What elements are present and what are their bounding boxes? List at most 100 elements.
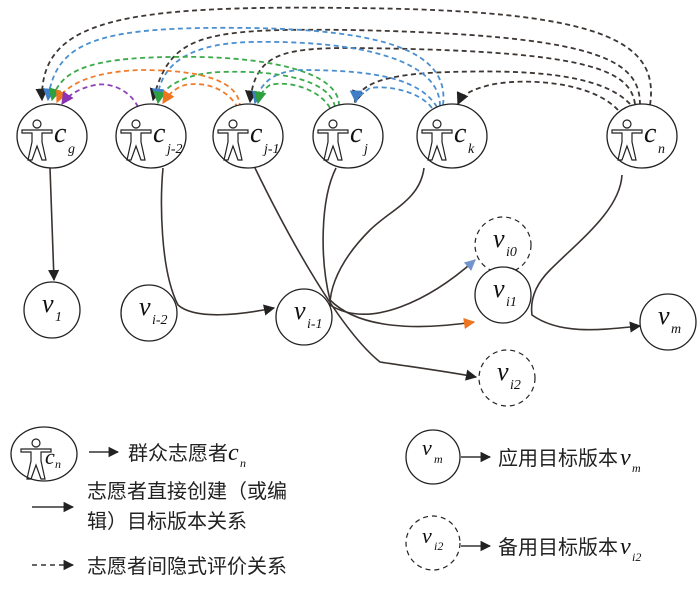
legend-volunteer: c n 群众志愿者 c n — [10, 426, 246, 482]
eval-edge-cn-to-cj — [352, 70, 631, 105]
eval-edge-ck-to-cj1 — [251, 69, 438, 108]
legend-backup-symbol-sub: i2 — [434, 539, 443, 553]
legend-backup-version: v i2 备用目标版本 v i2 — [405, 515, 641, 571]
volunteer-circle — [416, 103, 488, 169]
eval-edge-cj2-to-cg — [61, 83, 139, 108]
volunteer-label: c — [350, 118, 363, 149]
eval-edge-ck-to-cj — [349, 86, 433, 109]
version-label: v — [497, 357, 509, 386]
version-label: v — [139, 292, 151, 321]
version-label: v — [493, 274, 505, 303]
volunteer-label-sub: j-2 — [165, 142, 183, 157]
implicit-evaluation-edges — [35, 6, 652, 111]
volunteer-label-sub: j-1 — [262, 142, 280, 157]
edge-cn-vm — [530, 174, 642, 333]
volunteer-label: c — [454, 118, 467, 149]
version-label-sub: i1 — [506, 295, 517, 310]
version-label: v — [42, 289, 54, 318]
edge-cj-vi1 — [322, 167, 476, 330]
edge-cg-v1 — [48, 167, 60, 282]
volunteer-node-cj: cj — [312, 103, 384, 169]
volunteer-circle — [115, 103, 187, 169]
volunteer-label-sub: g — [68, 142, 75, 157]
volunteer-label-sub: k — [468, 142, 475, 157]
applied-version-circle — [120, 284, 178, 342]
legend-backup-symbol-base: v — [422, 523, 432, 548]
volunteer-node-cj1: cj-1 — [212, 103, 284, 169]
eval-edge-cj1-to-cg — [56, 69, 241, 109]
legend-applied-var: v — [620, 445, 631, 471]
legend-implicit-eval: 志愿者间隐式评价关系 — [32, 554, 287, 578]
edge-ck-vi0 — [329, 167, 476, 315]
legend-applied-version-text: 应用目标版本 — [498, 446, 618, 470]
legend-applied-version: v m 应用目标版本 v m — [405, 429, 641, 485]
legend-volunteer-symbol — [10, 426, 78, 482]
legend-applied-var-sub: m — [632, 461, 641, 475]
volunteer-label: c — [644, 118, 657, 149]
volunteer-label-sub: n — [658, 142, 665, 157]
legend-direct-edit: 志愿者直接创建（或编 辑）目标版本关系 — [32, 479, 287, 533]
applied-version-circle — [474, 266, 532, 324]
volunteer-circle — [16, 103, 88, 169]
legend-backup-var: v — [620, 534, 631, 560]
eval-edge-cj1-to-cj2 — [162, 83, 239, 109]
version-label: v — [493, 224, 505, 253]
volunteer-label: c — [153, 118, 166, 149]
volunteer-circle — [312, 103, 384, 169]
eval-edge-cn-to-cj1 — [244, 47, 636, 105]
applied-version-circle — [639, 293, 697, 351]
legend-volunteer-symbol-sub: n — [55, 457, 61, 471]
volunteer-node-cn: cn — [606, 103, 678, 169]
eval-edge-cn-to-cg — [35, 6, 652, 106]
legend-direct-edit-line2: 辑）目标版本关系 — [87, 509, 247, 533]
legend-direct-edit-line1: 志愿者直接创建（或编 — [87, 479, 287, 503]
eval-edge-cn-to-cj2 — [149, 28, 641, 106]
legend-backup-version-symbol — [405, 515, 461, 571]
version-label-sub: i-1 — [307, 317, 323, 332]
volunteer-circle — [606, 103, 678, 169]
legend-volunteer-var: c — [228, 440, 239, 466]
legend-applied-symbol-base: v — [422, 435, 432, 460]
legend-applied-version-symbol — [405, 429, 461, 485]
legend-applied-symbol-sub: m — [434, 452, 443, 466]
direct-edit-edges — [48, 167, 642, 381]
legend-implicit-eval-text: 志愿者间隐式评价关系 — [87, 554, 287, 578]
edge-cj1-vi2 — [254, 167, 478, 381]
volunteer-node-cg: cg — [16, 103, 88, 169]
backup-version-circle — [478, 349, 536, 407]
legend: c n 群众志愿者 c n 志愿者直接创建（或编 辑）目标版本关系 志愿者间隐式… — [10, 426, 641, 578]
backup-version-circle — [474, 216, 532, 274]
version-label: v — [294, 296, 306, 325]
legend-volunteer-symbol-base: c — [45, 444, 55, 469]
edge-cj2-vi1m — [160, 167, 276, 316]
legend-backup-var-sub: i2 — [632, 550, 641, 564]
eval-edge-cj-to-cj2 — [153, 70, 336, 108]
volunteer-label: c — [250, 118, 263, 149]
eval-edge-ck-to-cj2 — [151, 40, 441, 107]
version-label-sub: i0 — [506, 245, 517, 260]
eval-edge-cj-to-cg — [48, 55, 340, 107]
volunteer-label-sub: j — [362, 142, 368, 157]
version-label-sub: i2 — [510, 378, 521, 393]
legend-backup-version-text: 备用目标版本 — [498, 535, 618, 559]
legend-volunteer-var-sub: n — [240, 456, 246, 470]
applied-version-circle — [275, 288, 333, 346]
version-label-sub: m — [671, 322, 681, 337]
eval-edge-ck-to-cg — [43, 26, 445, 106]
volunteer-label: c — [54, 118, 67, 149]
applied-version-circle — [23, 281, 81, 339]
version-label-sub: 1 — [55, 310, 62, 325]
version-label: v — [658, 301, 670, 330]
eval-edge-cj-to-cj1 — [254, 82, 331, 109]
volunteer-node-ck: ck — [416, 103, 488, 169]
version-label-sub: i-2 — [152, 313, 168, 328]
